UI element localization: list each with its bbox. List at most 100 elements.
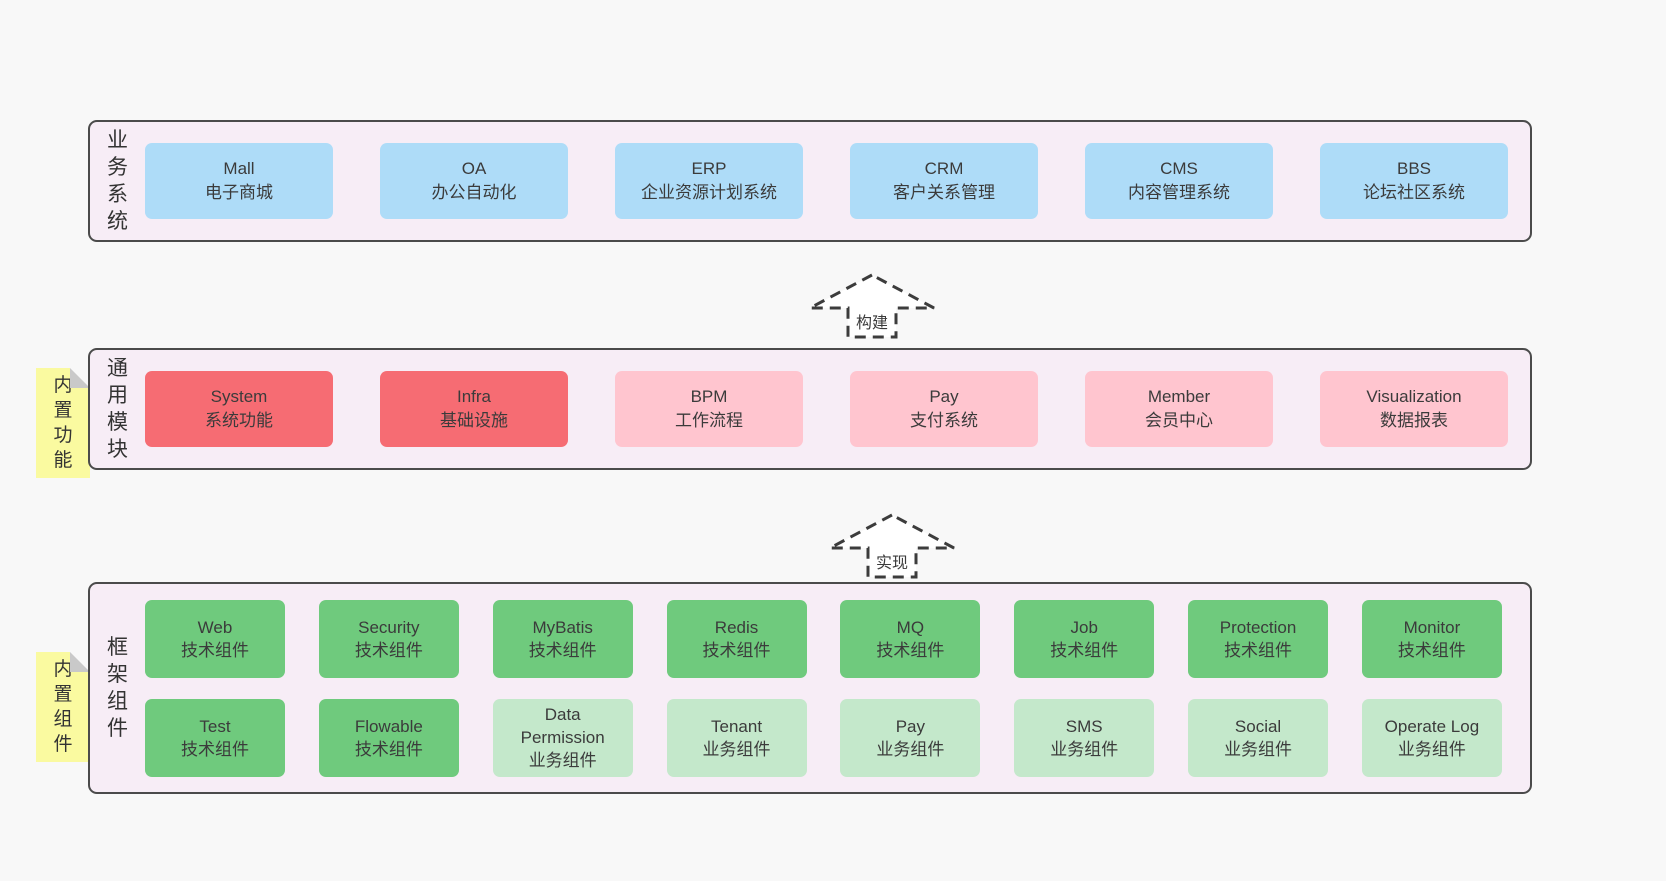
box-system: System 系统功能 <box>145 371 333 447</box>
box-title: BBS <box>1396 159 1432 178</box>
box-title: MQ <box>896 617 925 637</box>
box-job: Job 技术组件 <box>1014 599 1155 678</box>
box-title: Operate Log <box>1384 716 1480 736</box>
box-subtitle: 论坛社区系统 <box>1363 183 1465 202</box>
box-title: Infra <box>456 387 492 406</box>
box-title: CMS <box>1160 159 1198 178</box>
band-label-text: 通用模块 <box>106 357 128 461</box>
band-label-text: 业务系统 <box>106 129 128 233</box>
box-title: OA <box>461 159 487 178</box>
box-member: Member 会员中心 <box>1085 371 1273 447</box>
box-subtitle: 工作流程 <box>675 411 743 430</box>
box-subtitle: 技术组件 <box>1050 640 1119 660</box>
box-flowable: Flowable 技术组件 <box>318 698 459 777</box>
sticky-note-builtin-features: 内置功能 <box>36 368 90 478</box>
sticky-note-builtin-components: 内置组件 <box>36 652 90 762</box>
box-title: CRM <box>924 159 964 178</box>
box-subtitle: 技术组件 <box>181 640 249 660</box>
box-subtitle: 业务组件 <box>1224 739 1293 759</box>
band-label-text: 框架组件 <box>106 636 128 740</box>
box-subtitle: 业务组件 <box>1050 739 1119 759</box>
box-subtitle: 系统功能 <box>205 411 273 430</box>
box-subtitle: 业务组件 <box>528 751 597 770</box>
box-title: Test <box>199 716 231 736</box>
build-arrow: 构建 <box>802 272 942 340</box>
box-subtitle: 数据报表 <box>1380 411 1448 430</box>
components-row-2: Test 技术组件 Flowable 技术组件 Data Permission … <box>145 698 1502 777</box>
box-title: Social <box>1234 716 1282 736</box>
sticky-note-label: 内置功能 <box>53 375 73 471</box>
box-subtitle: 业务组件 <box>876 739 945 759</box>
build-arrow-label: 构建 <box>856 314 888 332</box>
box-title: SMS <box>1065 716 1103 736</box>
box-redis: Redis 技术组件 <box>666 599 807 678</box>
box-security: Security 技术组件 <box>318 599 459 678</box>
box-title: Redis <box>714 617 759 637</box>
box-title: Tenant <box>711 716 763 736</box>
box-visualization: Visualization 数据报表 <box>1320 371 1508 447</box>
box-title: Flowable <box>354 716 423 736</box>
sticky-note-label: 内置组件 <box>53 659 73 755</box>
implement-arrow-label: 实现 <box>876 554 908 572</box>
business-systems-band: 业务系统 Mall 电子商城 OA 办公自动化 ERP 企业资源计划系统 CRM… <box>88 120 1532 242</box>
box-subtitle: 技术组件 <box>702 640 771 660</box>
box-operate-log: Operate Log 业务组件 <box>1361 698 1502 777</box>
box-title: BPM <box>690 387 728 406</box>
common-modules-band: 通用模块 System 系统功能 Infra 基础设施 BPM 工作流程 Pay… <box>88 348 1532 470</box>
box-subtitle: 客户关系管理 <box>893 183 995 202</box>
box-subtitle: 企业资源计划系统 <box>641 183 777 202</box>
framework-components-band: 框架组件 Web 技术组件 Security 技术组件 MyBatis 技术组件… <box>88 582 1532 794</box>
box-monitor: Monitor 技术组件 <box>1361 599 1502 678</box>
box-web: Web 技术组件 <box>145 599 285 678</box>
box-subtitle: 内容管理系统 <box>1128 183 1230 202</box>
components-rows: Web 技术组件 Security 技术组件 MyBatis 技术组件 Redi… <box>145 584 1530 792</box>
modules-boxes-row: System 系统功能 Infra 基础设施 BPM 工作流程 Pay 支付系统… <box>145 350 1530 468</box>
box-subtitle: 支付系统 <box>910 411 978 430</box>
box-subtitle: 业务组件 <box>1397 739 1466 759</box>
box-title: Pay <box>929 387 959 406</box>
box-title: Visualization <box>1366 387 1462 406</box>
box-subtitle: 技术组件 <box>528 640 597 660</box>
box-title: Member <box>1147 387 1211 406</box>
box-mybatis: MyBatis 技术组件 <box>492 599 633 678</box>
box-bpm: BPM 工作流程 <box>615 371 803 447</box>
box-bbs: BBS 论坛社区系统 <box>1320 143 1508 219</box>
components-row-1: Web 技术组件 Security 技术组件 MyBatis 技术组件 Redi… <box>145 599 1502 678</box>
box-infra: Infra 基础设施 <box>380 371 568 447</box>
box-title: Web <box>197 617 233 637</box>
box-subtitle: 技术组件 <box>876 640 945 660</box>
box-tenant: Tenant 业务组件 <box>666 698 807 777</box>
box-title: Security <box>358 617 420 637</box>
box-title: Monitor <box>1403 617 1461 637</box>
box-data-permission: Data Permission 业务组件 <box>492 698 633 777</box>
box-protection: Protection 技术组件 <box>1188 599 1329 678</box>
band-label-business: 业务系统 <box>90 122 145 240</box>
box-subtitle: 技术组件 <box>1224 640 1293 660</box>
box-subtitle: 技术组件 <box>181 739 249 759</box>
box-subtitle: 技术组件 <box>354 739 423 759</box>
box-subtitle: 技术组件 <box>1397 640 1466 660</box>
box-subtitle: 业务组件 <box>702 739 771 759</box>
box-pay: Pay 支付系统 <box>850 371 1038 447</box>
band-label-components: 框架组件 <box>90 584 145 792</box>
box-title: Mall <box>223 159 255 178</box>
box-cms: CMS 内容管理系统 <box>1085 143 1273 219</box>
box-subtitle: 办公自动化 <box>431 183 517 202</box>
box-subtitle: 技术组件 <box>354 640 423 660</box>
up-block-arrow-icon: 实现 <box>829 513 955 579</box>
box-title: Pay <box>895 716 926 736</box>
up-block-arrow-icon: 构建 <box>809 273 935 339</box>
band-label-modules: 通用模块 <box>90 350 145 468</box>
box-social: Social 业务组件 <box>1188 698 1329 777</box>
box-sms: SMS 业务组件 <box>1014 698 1155 777</box>
box-title: System <box>210 387 268 406</box>
business-boxes-row: Mall 电子商城 OA 办公自动化 ERP 企业资源计划系统 CRM 客户关系… <box>145 122 1530 240</box>
box-crm: CRM 客户关系管理 <box>850 143 1038 219</box>
box-subtitle: 会员中心 <box>1145 411 1213 430</box>
box-subtitle: 电子商城 <box>205 183 273 202</box>
box-oa: OA 办公自动化 <box>380 143 568 219</box>
box-mall: Mall 电子商城 <box>145 143 333 219</box>
box-title: ERP <box>691 159 727 178</box>
box-title: Job <box>1070 617 1098 637</box>
implement-arrow: 实现 <box>822 512 962 580</box>
